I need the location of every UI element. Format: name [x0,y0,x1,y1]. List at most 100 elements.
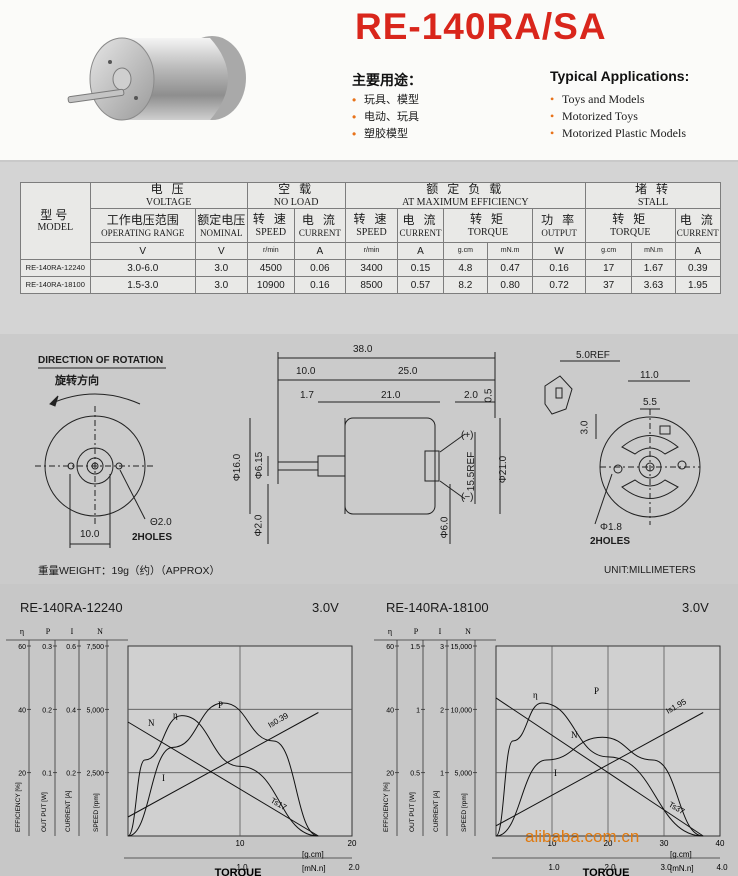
nominal-header-zh: 额定电压 [197,212,246,227]
spec-panel: 型号 MODEL 电 压 VOLTAGE 空 载 NO LOAD 额 定 负 载… [0,162,738,334]
axis-tick-label: 10,000 [451,707,473,714]
dim-10: 10.0 [296,366,316,377]
me-speed-cell: 8500 [344,276,399,295]
x-tick-label: 3.0 [660,863,672,872]
spec-table: 型号 MODEL 电 压 VOLTAGE 空 载 NO LOAD 额 定 负 载… [20,181,722,295]
curve-speed [495,697,704,837]
st-current-header-en: CURRENT [676,227,719,238]
dim-holes-front: Θ2.0 [150,517,172,528]
dim-dia-6: Φ6.0 [439,516,451,539]
nominal-header-en: NOMINAL [200,227,243,238]
holes-label-rear: 2HOLES [590,536,631,547]
dim-dia-2: Φ2.0 [253,514,265,537]
x-tick-label: 30 [660,839,669,848]
terminal-slot [555,387,563,399]
nominal-cell: 3.0 [194,259,248,278]
axis-head-label: η [20,627,24,636]
x-tick-label: 20 [604,839,613,848]
unit-cell: g.cm [584,242,633,261]
x-tick-label: 2.0 [348,863,360,872]
range-cell: 1.5-3.0 [89,276,196,295]
model-cell: RE-140RA-18100 [20,276,91,295]
st-mnm-cell: 1.67 [631,259,676,278]
curve-efficiency [495,702,704,837]
unit-cell: V [194,242,248,261]
unit-cell: W [532,242,586,261]
curve-efficiency [127,715,319,837]
stall-header-zh: 堵 转 [634,182,671,196]
right-chart-voltage: 3.0V [682,600,709,615]
terminal-plus-label: (+) [461,430,474,441]
side-view-terminal [424,450,440,482]
nl-current-cell: 0.16 [294,276,346,295]
nl-speed-header-zh: 转 速 [252,212,289,227]
range-cell: 3.0-6.0 [89,259,196,278]
axis-head-label: I [439,627,442,636]
curve-label: N [148,718,155,728]
header-section: RE-140RA/SA 主要用途： 玩具、模型 电动、玩具 塑胶模型 Typic… [0,0,738,160]
st-current-cell: 0.39 [674,259,722,278]
curve-label: η [173,710,178,720]
nominal-cell: 3.0 [194,276,248,295]
voltage-header: 电 压 VOLTAGE [89,181,248,210]
axis-label: SPEED [rpm] [461,793,468,832]
list-item: 电动、玩具 [352,109,419,126]
me-output-header-zh: 功 率 [541,212,578,227]
me-speed-cell: 3400 [344,259,399,278]
applications-zh-list: 玩具、模型 电动、玩具 塑胶模型 [352,92,419,143]
nl-speed-header-en: SPEED [255,226,287,238]
curve-label: P [594,686,599,696]
axis-label: EFFICIENCY [%] [15,782,22,832]
dimension-drawing-panel: DIRECTION OF ROTATION 旋转方向 10.0 Θ2.0 2HO… [0,334,738,584]
x-unit-label: [mN.n] [302,864,326,873]
me-output-cell: 0.72 [532,276,586,295]
me-speed-header-en: SPEED [356,226,387,238]
st-current-cell: 1.95 [674,276,722,295]
weight-note: 重量WEIGHT：19g（约）（APPROX） [38,565,221,577]
unit-cell: A [294,242,346,261]
leader-line [439,480,466,500]
dim-38: 38.0 [353,344,373,355]
me-current-header-zh: 电 流 [402,212,439,227]
axis-tick-label: 0.2 [66,771,76,778]
dim-21: 21.0 [381,390,401,401]
model-header-en: MODEL [37,222,74,234]
me-gcm-cell: 8.2 [442,276,488,295]
axis-label: CURRENT [A] [433,790,440,832]
me-current-cell: 0.15 [397,259,444,278]
applications-zh-title: 主要用途： [352,72,422,88]
x-tick-label: 2.0 [604,863,616,872]
axis-tick-label: 20 [18,771,26,778]
axis-tick-label: 0.1 [42,771,52,778]
stall-header-en: STALL [637,196,669,208]
table-row: RE-140RA-18100 1.5-3.0 3.0 10900 0.16 85… [20,276,722,295]
dim-11: 11.0 [640,370,659,381]
curve-output [495,736,704,837]
x-tick-label: 10 [236,839,245,848]
axis-head-label: I [71,627,74,636]
axis-tick-label: 3 [440,644,444,651]
curve-label: I [162,773,165,783]
unit-cell: g.cm [442,242,488,261]
rear-view-brush-holder [621,435,679,455]
me-current-cell: 0.57 [397,276,444,295]
axis-head-label: η [388,627,392,636]
st-torque-header-en: TORQUE [610,226,651,238]
axis-tick-label: 7,500 [86,644,104,651]
curve-current [127,712,319,818]
range-header-en: OPERATING RANGE [101,227,185,238]
me-mnm-cell: 0.80 [486,276,534,295]
axis-tick-label: 0.2 [42,707,52,714]
rotation-title-zh: 旋转方向 [55,375,99,387]
unit-cell: r/min [246,242,296,261]
axis-label: OUT PUT [W] [41,792,48,832]
axis-head-label: P [46,627,51,636]
